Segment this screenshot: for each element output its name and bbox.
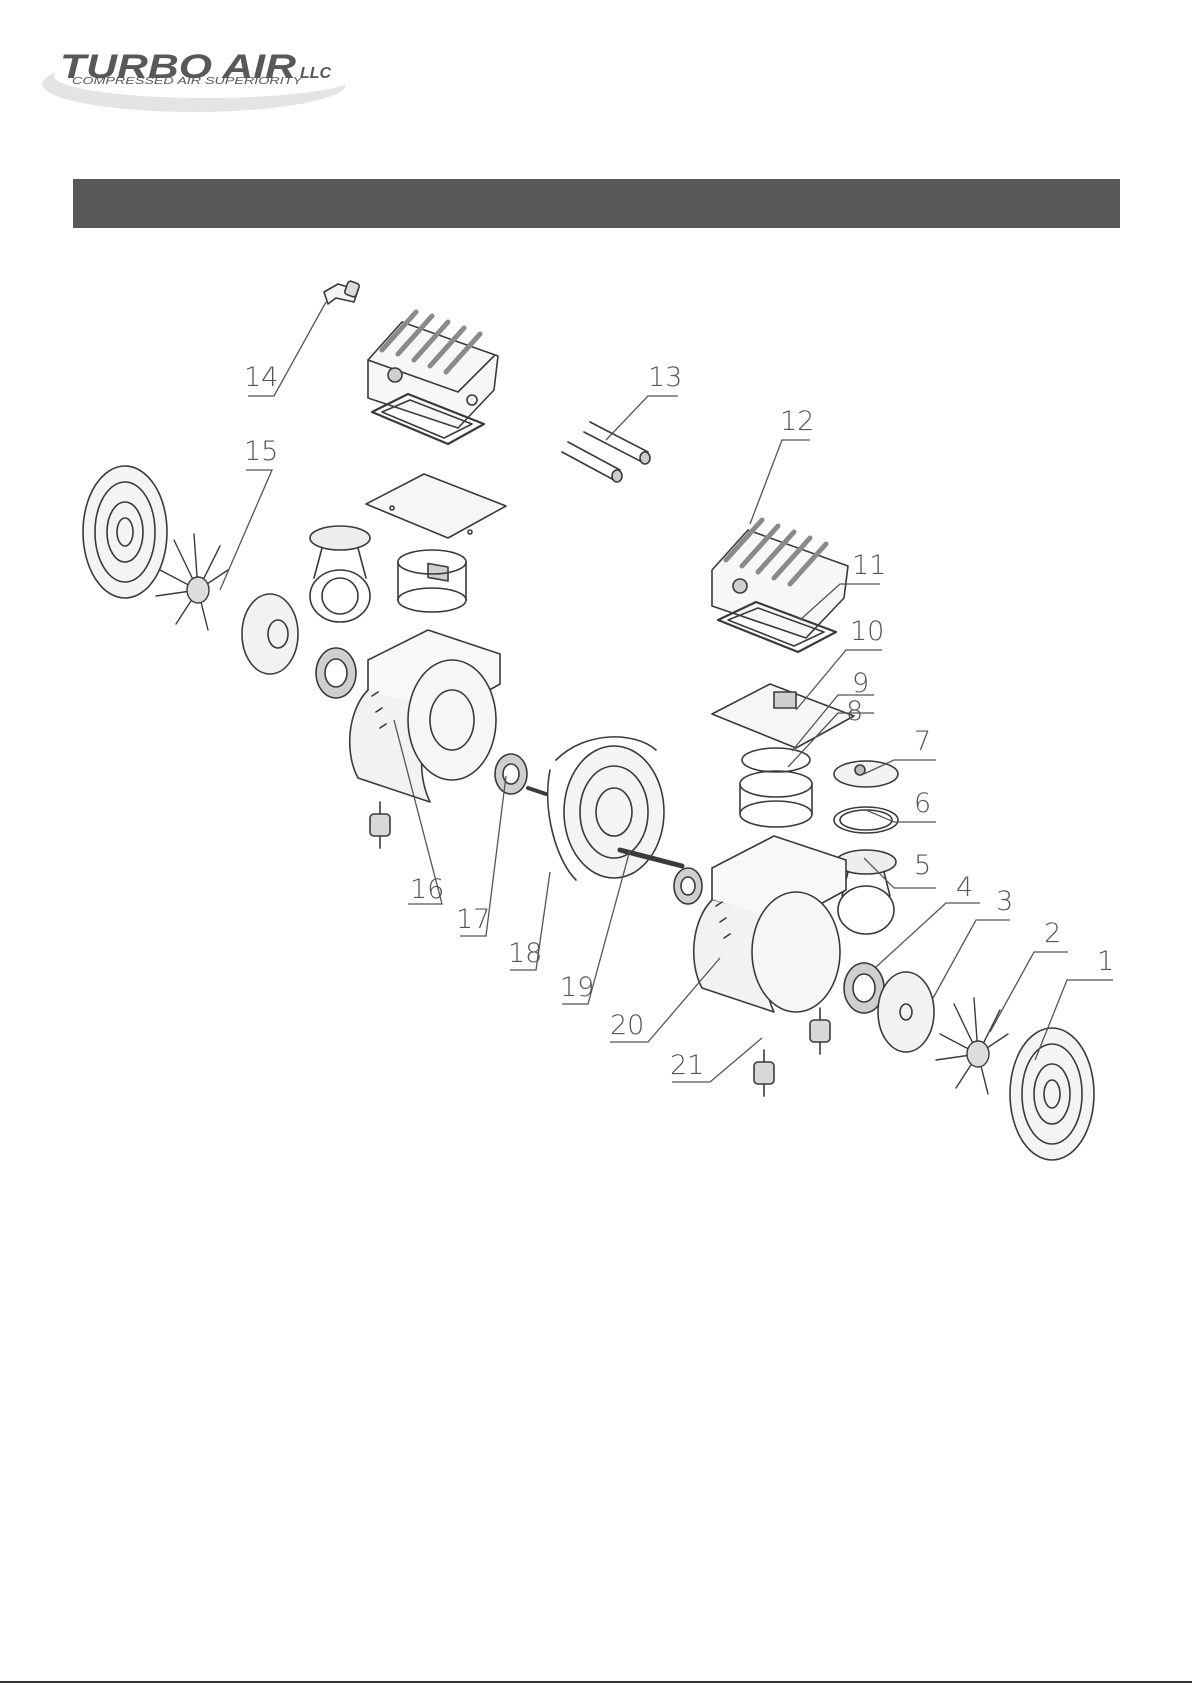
callout-11: 11: [852, 550, 886, 581]
part-piston-cup: [834, 761, 898, 787]
part-valve-plate-right: [712, 684, 854, 748]
part-bearing-center: [674, 868, 702, 904]
part-rotor: [528, 737, 682, 880]
callout-21: 21: [670, 1050, 704, 1081]
callout-6: 6: [914, 788, 931, 819]
part-feet-right: [754, 1008, 830, 1096]
callout-9: 9: [852, 668, 869, 699]
callout-3: 3: [996, 886, 1013, 917]
part-cylinder-head-right: [712, 520, 848, 638]
part-valve-plate-left: [366, 474, 506, 581]
callout-16: 16: [410, 874, 444, 905]
callout-5: 5: [914, 850, 931, 881]
part-fan-right: [936, 998, 1008, 1094]
part-crankcase-right: [694, 836, 846, 1012]
part-foot-left: [370, 802, 390, 848]
callout-2: 2: [1044, 918, 1061, 949]
callout-15: 15: [244, 436, 278, 467]
callout-12: 12: [780, 406, 814, 437]
callout-19: 19: [560, 972, 594, 1003]
part-bearing-17: [495, 754, 527, 794]
part-bearing-left: [316, 648, 356, 698]
part-connecting-rod-left: [310, 526, 370, 622]
part-cylinder-right: [740, 771, 812, 827]
part-cylinder-head-left: [368, 312, 498, 428]
part-elbow-fitting: [324, 280, 360, 304]
callout-14: 14: [244, 362, 278, 393]
callout-13: 13: [648, 362, 682, 393]
callout-18: 18: [508, 938, 542, 969]
callout-20: 20: [610, 1010, 644, 1041]
part-crankcase-left: [350, 630, 500, 802]
part-fan-guard-right: [1010, 1028, 1094, 1160]
part-transfer-tubes: [562, 422, 650, 482]
part-fan-guard-left: [83, 466, 167, 598]
part-disc-left: [242, 594, 298, 674]
callout-4: 4: [956, 872, 973, 903]
page-bottom-rule: [0, 1681, 1192, 1683]
callout-leader-lines: [220, 302, 1113, 1082]
part-disc-right: [878, 972, 934, 1052]
part-ring-right: [742, 748, 810, 772]
callout-7: 7: [914, 726, 931, 757]
callout-8: 8: [846, 696, 863, 727]
part-fan-left: [156, 534, 228, 630]
part-cylinder-left: [398, 550, 466, 612]
callout-17: 17: [456, 904, 490, 935]
callout-1: 1: [1097, 946, 1114, 977]
callout-10: 10: [850, 616, 884, 647]
